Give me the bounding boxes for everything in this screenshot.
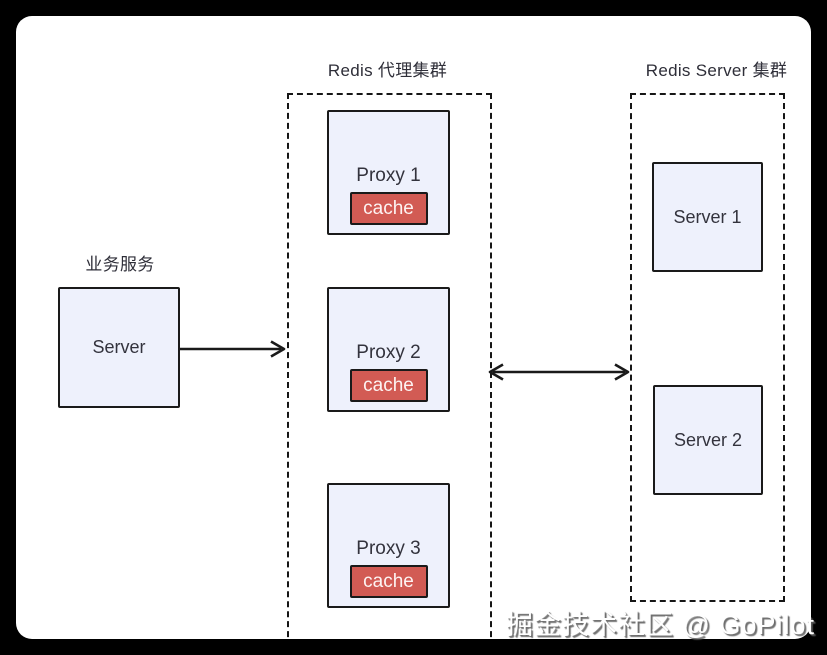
proxy-cluster-title: Redis 代理集群 [327,61,448,80]
proxy-cluster-container [287,93,492,639]
business-server-box-label: Server [92,337,146,357]
proxy-3-cache-badge: cache [349,565,428,598]
server-cluster-container [630,93,785,602]
proxy-node-2: Proxy 2 cache [327,287,450,412]
server-cluster-title: Redis Server 集群 [645,61,788,80]
server-2-label: Server 2 [673,429,743,450]
proxy-2-cache-badge: cache [349,369,428,402]
business-server-box: Server [58,287,180,408]
arrow-proxy-to-server [488,363,630,381]
business-service-label: 业务服务 [85,255,155,274]
proxy-3-label: Proxy 3 [356,538,421,559]
arrow-business-to-proxy [180,340,286,358]
proxy-node-3: Proxy 3 cache [327,483,450,608]
server-node-1: Server 1 [652,162,763,272]
server-node-2: Server 2 [653,385,763,495]
watermark: 掘金技术社区 @ GoPilot [506,610,815,640]
proxy-node-1: Proxy 1 cache [327,110,450,235]
proxy-1-cache-badge: cache [349,192,428,225]
proxy-2-label: Proxy 2 [356,342,421,363]
server-1-label: Server 1 [673,206,742,227]
diagram-canvas: 业务服务 Server Redis 代理集群 Proxy 1 cache Pro… [16,16,811,639]
proxy-1-label: Proxy 1 [356,165,421,186]
